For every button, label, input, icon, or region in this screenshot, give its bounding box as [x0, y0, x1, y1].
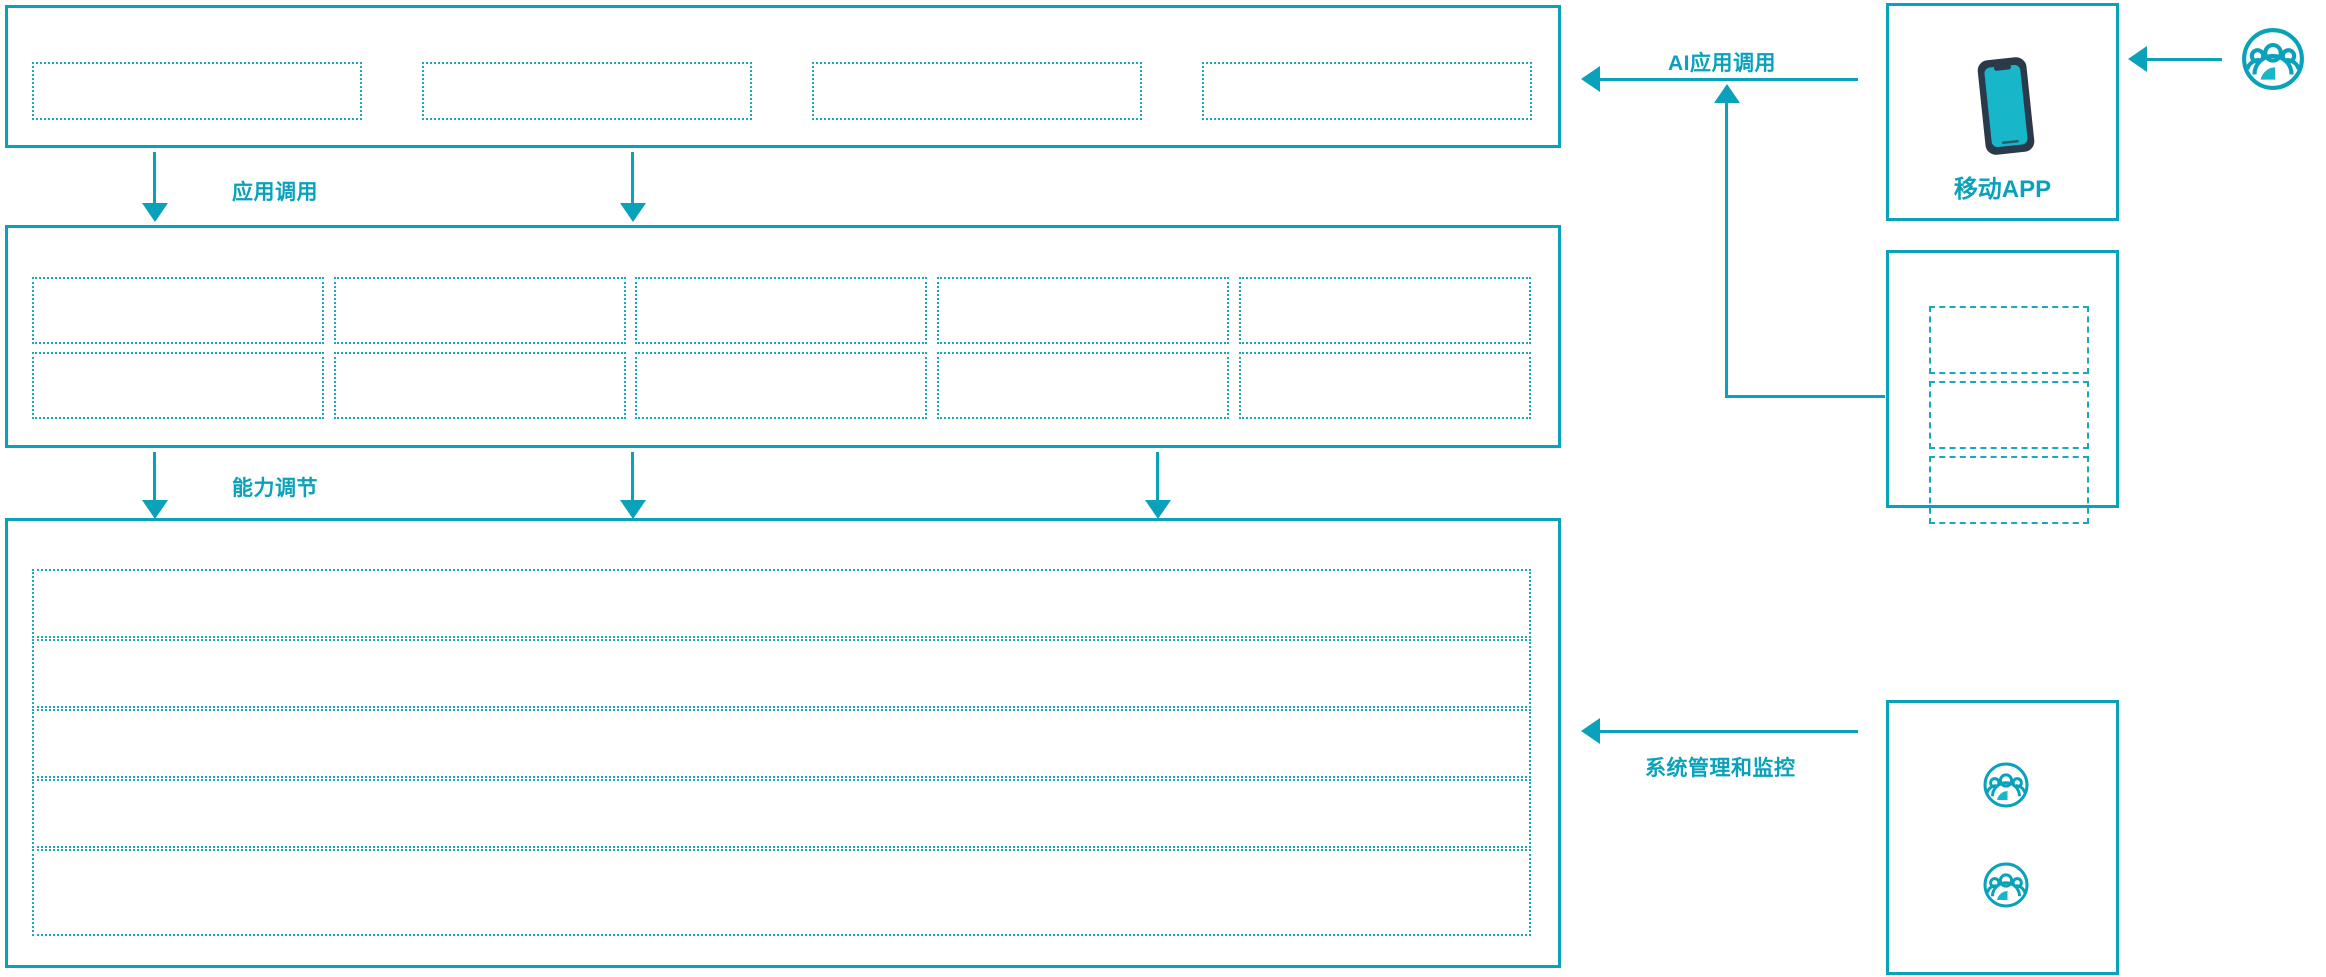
capability-cell[interactable] — [635, 277, 927, 344]
application-layer-panel — [5, 5, 1561, 148]
app-call-label: 应用调用 — [232, 181, 318, 204]
users-panel[interactable] — [1886, 700, 2119, 975]
ai-app-call-label: AI应用调用 — [1668, 52, 1776, 75]
mobile-app-caption: 移动APP — [1953, 176, 2052, 203]
capability-cell[interactable] — [32, 352, 324, 419]
capability-adjust-arrow-shaft — [631, 452, 634, 504]
external-actor-arrow-head — [2128, 46, 2147, 72]
users-group-icon[interactable] — [1982, 761, 2030, 809]
platform-band[interactable] — [32, 639, 1531, 708]
capability-cell[interactable] — [937, 352, 1229, 419]
capability-adjust-arrow-head — [620, 500, 646, 519]
users-group-icon[interactable] — [2240, 26, 2306, 92]
ai-app-call-arrow-head — [1581, 66, 1600, 92]
mobile-app-panel[interactable]: 移动APP — [1886, 3, 2119, 221]
app-call-arrow-shaft — [631, 152, 634, 205]
capability-cell[interactable] — [937, 277, 1229, 344]
users-group-icon[interactable] — [1982, 861, 2030, 909]
app-call-arrow-head — [142, 203, 168, 222]
channel-riser-arrow-head — [1714, 84, 1740, 103]
application-layer-cell[interactable] — [32, 62, 362, 120]
mobile-phone-icon — [1975, 56, 2037, 156]
capability-adjust-arrow-shaft — [153, 452, 156, 504]
platform-band[interactable] — [32, 779, 1531, 848]
system-manage-arrow-head — [1581, 718, 1600, 744]
capability-adjust-label: 能力调节 — [232, 477, 318, 500]
system-manage-line — [1600, 730, 1858, 733]
capability-cell[interactable] — [1239, 352, 1531, 419]
capability-cell[interactable] — [334, 277, 626, 344]
channel-riser-foot — [1725, 395, 1885, 398]
channel-cell[interactable] — [1929, 306, 2089, 374]
platform-band[interactable] — [32, 709, 1531, 778]
channel-cell[interactable] — [1929, 456, 2089, 524]
capability-cell[interactable] — [635, 352, 927, 419]
capability-adjust-arrow-shaft — [1156, 452, 1159, 504]
channel-panel[interactable] — [1886, 250, 2119, 524]
application-layer-cell[interactable] — [422, 62, 752, 120]
capability-layer-panel — [5, 225, 1561, 448]
app-call-arrow-head — [620, 203, 646, 222]
channel-cell[interactable] — [1929, 381, 2089, 449]
application-layer-cell[interactable] — [1202, 62, 1532, 120]
capability-cell[interactable] — [32, 277, 324, 344]
capability-adjust-arrow-head — [1145, 500, 1171, 519]
channel-riser-shaft — [1725, 103, 1728, 398]
ai-app-call-line — [1600, 78, 1858, 81]
application-layer-cell[interactable] — [812, 62, 1142, 120]
platform-band[interactable] — [32, 849, 1531, 936]
platform-layer-panel — [5, 518, 1561, 968]
capability-cell[interactable] — [334, 352, 626, 419]
app-call-arrow-shaft — [153, 152, 156, 205]
external-actor-line — [2147, 58, 2222, 61]
capability-adjust-arrow-head — [142, 500, 168, 519]
capability-cell[interactable] — [1239, 277, 1531, 344]
system-manage-label: 系统管理和监控 — [1645, 757, 1796, 780]
platform-band[interactable] — [32, 569, 1531, 638]
